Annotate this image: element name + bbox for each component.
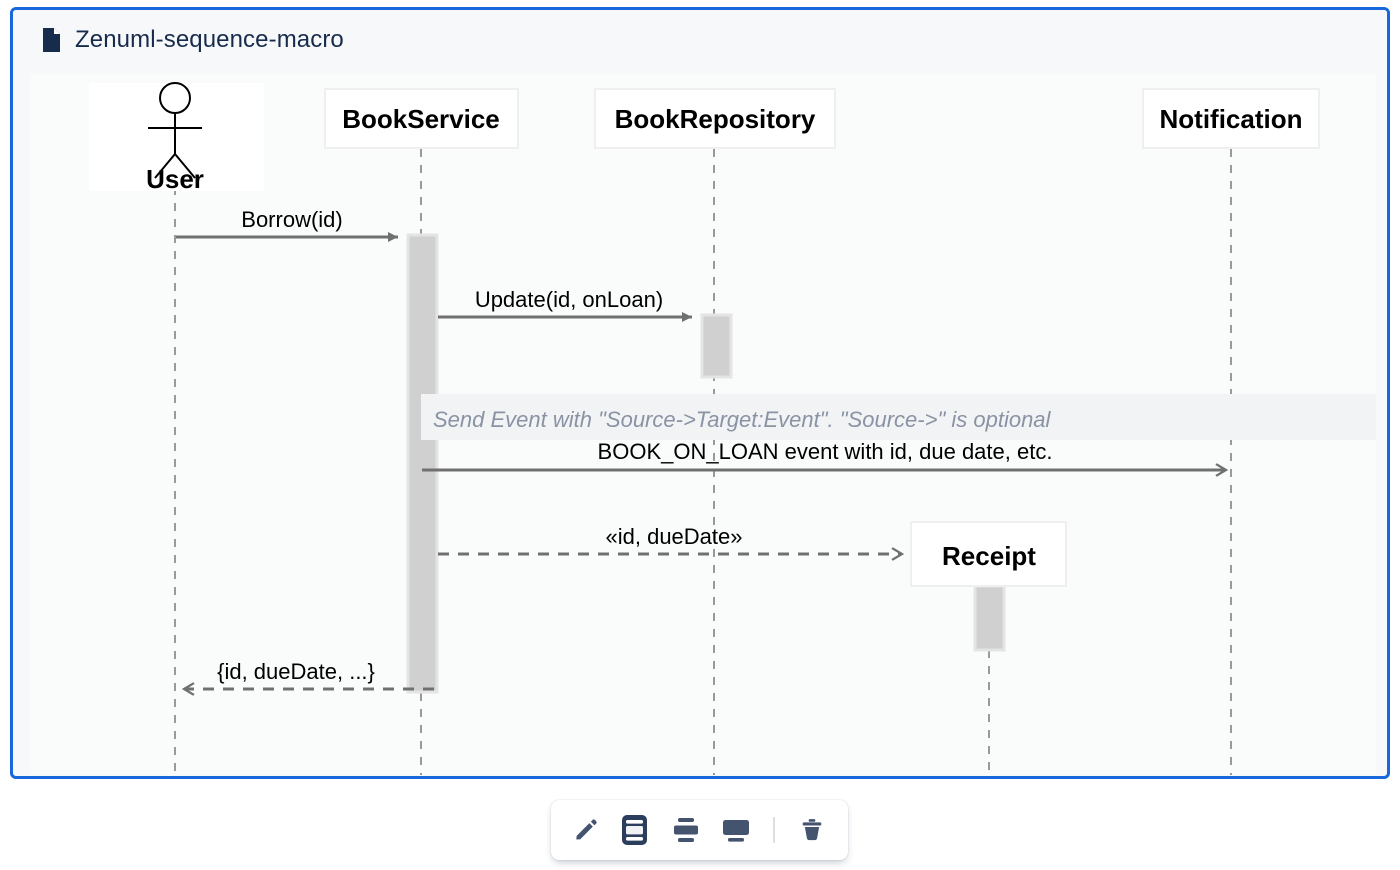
actor-user-label: User bbox=[146, 164, 204, 194]
zenuml-macro-card[interactable]: Zenuml-sequence-macro bbox=[10, 7, 1390, 779]
participant-bookrepository-label: BookRepository bbox=[615, 104, 816, 134]
trash-icon bbox=[802, 819, 822, 841]
comment-band bbox=[421, 394, 1376, 440]
macro-header: Zenuml-sequence-macro bbox=[13, 10, 1387, 70]
message-borrow-label: Borrow(id) bbox=[241, 207, 342, 232]
activation-bar-bookservice bbox=[406, 233, 439, 694]
participant-bookrepository-box bbox=[594, 88, 836, 149]
message-update[interactable]: Update(id, onLoan) bbox=[438, 287, 692, 322]
actor-leg-left-icon bbox=[154, 153, 176, 179]
participant-bookrepository[interactable]: BookRepository bbox=[594, 88, 836, 149]
actor-leg-right-icon bbox=[174, 153, 196, 179]
participant-receipt-label: Receipt bbox=[942, 541, 1036, 571]
actor-user-box bbox=[89, 83, 264, 191]
inline-size-button[interactable] bbox=[614, 808, 658, 852]
remove-button[interactable] bbox=[790, 808, 834, 852]
page-title: Zenuml-sequence-macro bbox=[75, 26, 344, 53]
macro-floating-toolbar[interactable] bbox=[551, 800, 848, 860]
message-update-label: Update(id, onLoan) bbox=[475, 287, 663, 312]
message-create-receipt-label: «id, dueDate» bbox=[606, 524, 743, 549]
comment-text: Send Event with "Source->Target:Event". … bbox=[433, 407, 1052, 432]
message-book-on-loan-label: BOOK_ON_LOAN event with id, due date, et… bbox=[598, 439, 1053, 464]
message-return[interactable]: {id, dueDate, ...} bbox=[184, 659, 434, 689]
participant-bookservice-box bbox=[324, 88, 519, 149]
message-create-receipt[interactable]: «id, dueDate» bbox=[438, 524, 902, 554]
participant-receipt[interactable]: Receipt bbox=[910, 521, 1067, 587]
participant-bookservice[interactable]: BookService bbox=[324, 88, 519, 149]
center-size-button[interactable] bbox=[664, 808, 708, 852]
activation-bar-receipt bbox=[973, 584, 1006, 652]
pencil-icon bbox=[576, 819, 597, 840]
edit-button[interactable] bbox=[564, 808, 608, 852]
actor-user[interactable]: User bbox=[89, 82, 264, 194]
inline-layout-icon bbox=[622, 815, 647, 845]
toolbar-divider bbox=[773, 817, 775, 843]
participant-notification-label: Notification bbox=[1160, 104, 1303, 134]
message-borrow[interactable]: Borrow(id) bbox=[176, 207, 398, 242]
message-book-on-loan[interactable]: BOOK_ON_LOAN event with id, due date, et… bbox=[422, 439, 1226, 470]
message-return-label: {id, dueDate, ...} bbox=[217, 659, 375, 684]
wide-size-button[interactable] bbox=[714, 808, 758, 852]
center-layout-icon bbox=[674, 818, 698, 842]
participant-receipt-box bbox=[910, 521, 1067, 587]
activation-bar-bookrepository bbox=[700, 313, 733, 379]
lifelines bbox=[174, 149, 1232, 775]
document-icon bbox=[43, 28, 60, 52]
diagram-comment: Send Event with "Source->Target:Event". … bbox=[421, 394, 1376, 440]
wide-layout-icon bbox=[723, 820, 749, 842]
participant-notification-box bbox=[1142, 88, 1320, 149]
sequence-diagram-svg: User BookService BookRepository Notifica… bbox=[89, 82, 1376, 775]
sequence-diagram-canvas[interactable]: User BookService BookRepository Notifica… bbox=[30, 74, 1376, 775]
participant-bookservice-label: BookService bbox=[342, 104, 500, 134]
participant-notification[interactable]: Notification bbox=[1142, 88, 1320, 149]
